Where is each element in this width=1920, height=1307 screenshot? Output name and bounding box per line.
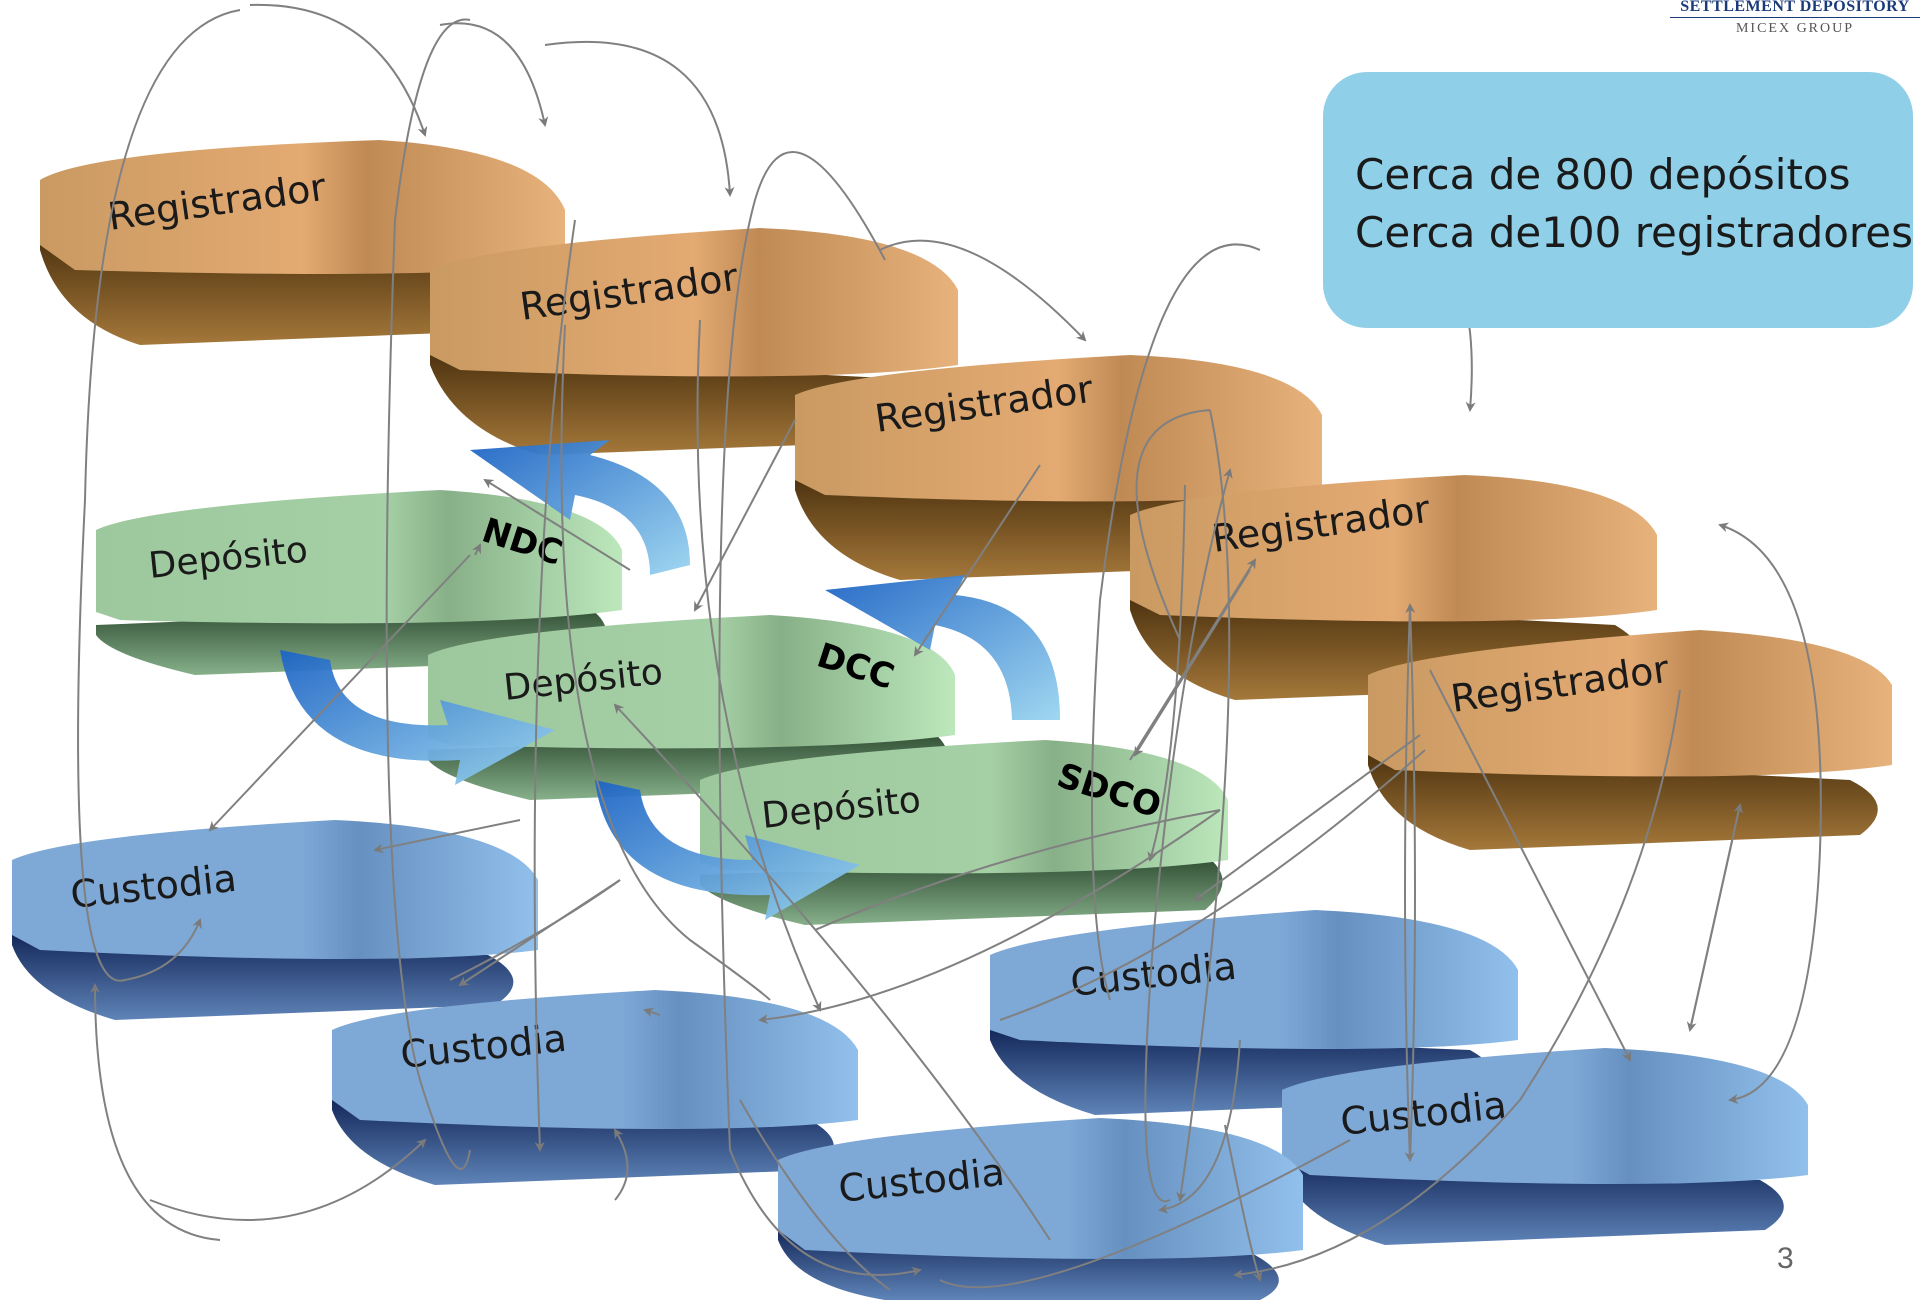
logo-bottom-text: MICEX GROUP	[1735, 21, 1855, 36]
logo-top-text: SETTLEMENT DEPOSITORY	[1670, 0, 1920, 18]
connector-arrow	[879, 239, 1087, 342]
custodian-block: Custodia	[778, 1118, 1303, 1300]
connector-arrow	[373, 819, 521, 854]
registrar-block: Registrador	[430, 228, 958, 455]
info-line-depositories: Cerca de 800 depósitos	[1355, 150, 1851, 199]
connector-arrow	[1091, 243, 1261, 1001]
connector-arrow	[613, 703, 1051, 1241]
connector-arrow	[1233, 689, 1681, 1280]
connector-arrow	[458, 879, 621, 987]
connector-arrow	[696, 319, 822, 1012]
flow-arrow	[825, 575, 1060, 720]
connector-arrow	[90, 983, 221, 1241]
connector-arrow	[814, 809, 1221, 931]
connector-arrow	[1176, 409, 1231, 1202]
connector-arrow	[471, 543, 481, 556]
connector-arrow	[939, 1139, 1351, 1289]
connector-arrow	[718, 151, 922, 1277]
connector-arrow	[1158, 1039, 1241, 1214]
connector-arrow	[1129, 558, 1257, 761]
connector-arrow	[544, 40, 735, 197]
connector-arrow	[999, 749, 1426, 1021]
registrar-block: Registrador	[1368, 630, 1892, 850]
connector-arrow	[149, 1138, 427, 1221]
connector-arrow	[1224, 1124, 1263, 1282]
connector-arrow	[1135, 409, 1211, 641]
connector-arrow	[913, 464, 1041, 657]
connector-arrow	[533, 219, 576, 1152]
connector-arrow	[1193, 734, 1421, 902]
connector-arrow	[694, 419, 796, 612]
flow-arrow	[280, 650, 555, 785]
connector-arrow	[1404, 604, 1415, 1162]
connector-arrow	[1718, 522, 1822, 1104]
page-number: 3	[1777, 1242, 1794, 1275]
custodian-block: Custodia	[1282, 1048, 1808, 1245]
custodian-block: Custodia	[12, 820, 538, 1020]
connector-arrow	[613, 1128, 629, 1201]
connector-arrow	[1144, 468, 1233, 1203]
connector-arrow	[1429, 669, 1631, 1062]
connector-arrow	[77, 9, 241, 982]
connector-arrow	[560, 324, 771, 1001]
company-logo: SETTLEMENT DEPOSITORY MICEX GROUP	[1670, 0, 1920, 42]
connector-arrow	[1133, 569, 1251, 757]
connector-arrow	[385, 18, 471, 1170]
connector-arrow	[1405, 603, 1416, 1161]
connectors	[77, 3, 1822, 1291]
connector-arrow	[439, 22, 549, 127]
connector-arrow	[643, 1007, 661, 1018]
flow-arrow	[595, 780, 860, 920]
flow-arrow	[470, 440, 690, 575]
registrar-block: Registrador	[40, 140, 565, 345]
connector-arrow	[483, 478, 631, 571]
connector-arrow	[249, 3, 428, 137]
connector-arrow	[758, 809, 1221, 1025]
info-box: Cerca de 800 depósitos Cerca de100 regis…	[1323, 72, 1913, 328]
connector-arrow	[739, 1099, 891, 1291]
custodian-block: Custodia	[332, 990, 858, 1185]
info-line-registrars: Cerca de100 registradores	[1355, 208, 1913, 257]
connector-arrow	[208, 554, 471, 832]
connector-arrow	[1147, 484, 1186, 862]
depository-block: Depósito DCC	[428, 615, 955, 800]
